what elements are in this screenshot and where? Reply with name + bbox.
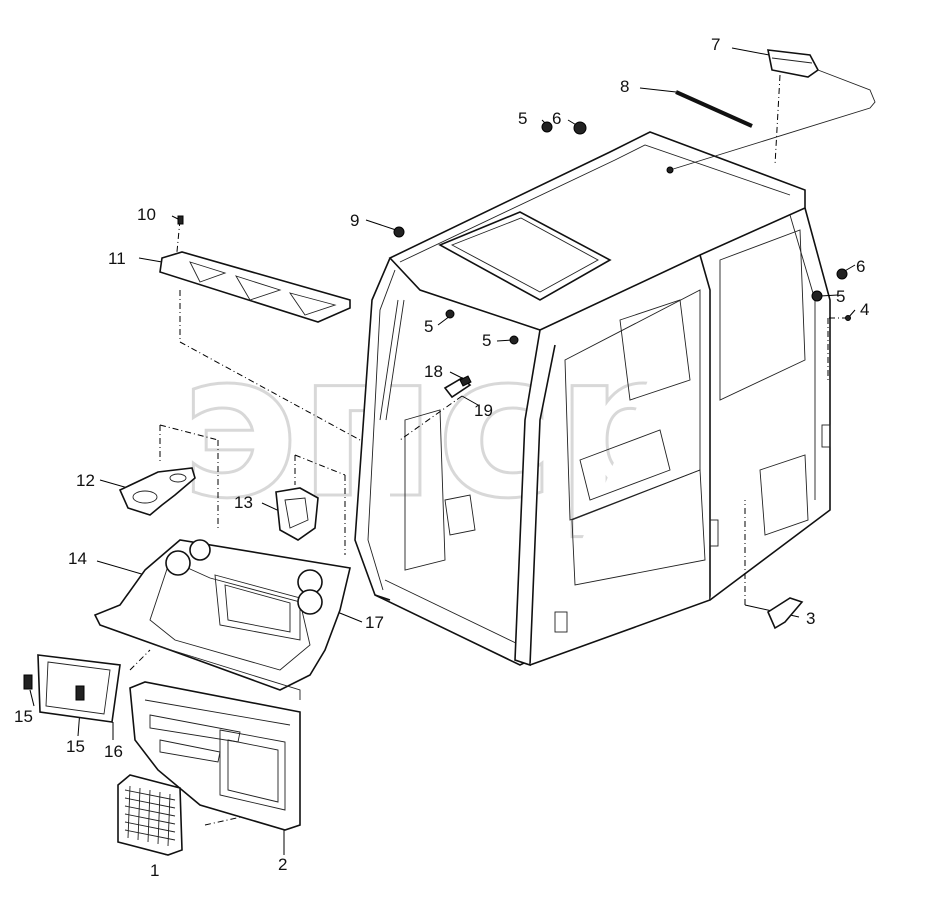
part-15-clips [23,674,85,701]
label-5-pillar: 5 [424,317,433,336]
label-12: 12 [76,471,95,490]
label-10: 10 [137,205,156,224]
leader-18 [449,371,463,379]
leader-15a [29,689,35,707]
part-3-bracket [766,597,804,630]
label-7: 7 [711,35,720,54]
label-6-rear: 6 [856,257,865,276]
label-13: 13 [234,493,253,512]
label-16: 16 [104,742,123,761]
label-5-roof: 5 [518,109,527,128]
leader-12 [99,479,129,489]
label-15-left: 15 [14,707,33,726]
label-4: 4 [860,300,869,319]
leader-14 [96,560,146,576]
label-17: 17 [365,613,384,632]
cab-frame [354,131,831,667]
part-10-screw [177,215,184,225]
label-8: 8 [620,77,629,96]
label-11: 11 [108,249,126,268]
part-8-rod [675,90,753,128]
leader-11 [138,257,163,263]
part-9-bolt [393,226,405,238]
fasteners [177,121,851,345]
label-18: 18 [424,362,443,381]
part-4-pin [845,315,851,321]
label-3: 3 [806,609,815,628]
part-18-bracket [443,375,472,399]
leader-8 [639,87,677,93]
callout-labels: 1 2 3 4 5 5 5 5 6 6 7 8 9 10 11 12 13 14… [14,35,869,880]
label-1: 1 [150,861,159,880]
label-14: 14 [68,549,87,568]
label-6-roof: 6 [552,109,561,128]
label-5-rear: 5 [836,287,845,306]
part-7-monitor [666,49,876,174]
part-15b-clip [75,685,85,701]
label-2: 2 [278,855,287,874]
part-6b-nut [836,268,848,280]
label-15-right: 15 [66,737,85,756]
part-11-plate [159,251,351,323]
part-2-cover [129,681,301,831]
part-14-console [93,539,351,700]
part-12-vent [118,467,196,516]
leader-19 [461,395,479,406]
part-1-grille [117,774,183,856]
leader-5d [496,339,513,342]
part-5b-nut [811,290,823,302]
leader-9 [365,219,397,231]
leader-5b [819,294,839,297]
part-5c-nut [445,309,455,319]
part-15a-clip [23,674,33,690]
part-5d-nut [509,335,519,345]
part-6-nut [573,121,587,135]
part-13-duct [275,487,319,541]
label-19: 19 [474,401,493,420]
part-5-nut [541,121,553,133]
label-5-front: 5 [482,331,491,350]
label-9: 9 [350,211,359,230]
